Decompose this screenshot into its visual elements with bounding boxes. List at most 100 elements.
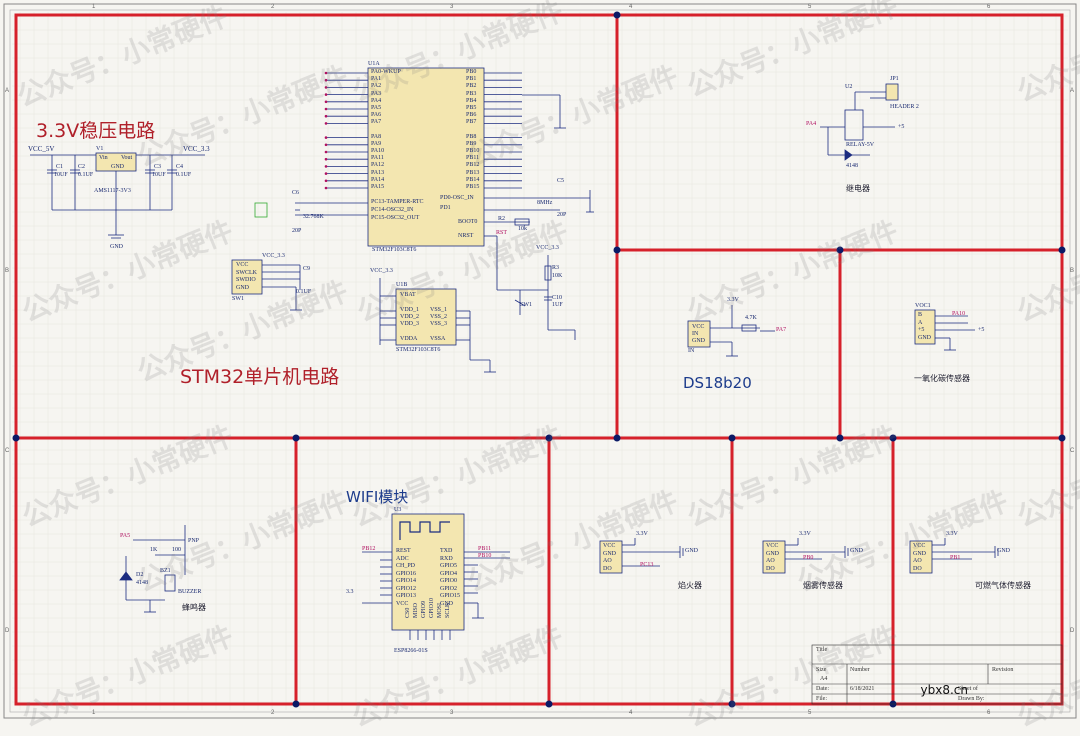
mcu-pin-pb6: PB6 — [466, 112, 477, 119]
flame-pin-do: DO — [603, 565, 612, 572]
relay-coil — [844, 109, 864, 141]
ruler-col-bottom-6: 6 — [987, 710, 991, 716]
net-vcc33: VCC_3.3 — [183, 145, 210, 153]
smoke-vcc: 3.3V — [799, 531, 811, 537]
wifi-pin-b-gpio10: GPIO10 — [429, 597, 435, 618]
mcu-pin-pa12: PA12 — [371, 162, 385, 169]
cap-ref-2: C3 — [154, 164, 162, 170]
flame-pin-gnd: GND — [603, 550, 616, 557]
smoke-pin-do: DO — [766, 565, 775, 572]
mcu-extra-pin-3: NRST — [458, 233, 474, 239]
wifi-pin-l-gpio14: GPIO14 — [396, 578, 417, 584]
flame-circuit — [599, 538, 684, 574]
gas-pin-gnd: GND — [913, 550, 926, 557]
power-circuit — [379, 278, 496, 373]
power-pin-l-4: VDDA — [400, 336, 418, 342]
regulator-vin: Vin — [99, 155, 108, 161]
wifi-pin-b-cs0: CS0 — [405, 607, 411, 618]
ruler-row-right-B: B — [1070, 268, 1075, 274]
ruler-col-top-1: 1 — [92, 4, 96, 10]
section-frame — [14, 13, 1064, 706]
smoke-module — [762, 540, 786, 574]
power-ic — [395, 288, 457, 346]
power-name: STM32F103C8T6 — [396, 347, 441, 353]
wifi-net-rst: PB12 — [362, 546, 376, 552]
wifi-pin-r-gpio0: GPIO0 — [440, 578, 458, 584]
gas-pin-vcc: VCC — [913, 543, 926, 549]
regulator-ref: V1 — [96, 146, 104, 152]
caption-buzzer: 蜂鸣器 — [182, 603, 206, 612]
tb-date: Date: — [816, 686, 829, 692]
section-title-ds18b20: DS18b20 — [683, 374, 752, 392]
ds18b20-circuit — [687, 305, 775, 357]
frame-junctions — [12, 11, 1066, 708]
power-pin-r-3: VSSA — [430, 336, 446, 342]
gas-vcc: 3.3V — [946, 531, 958, 537]
gas-gnd: GND — [997, 548, 1010, 554]
mcu-pin-pb15: PB15 — [466, 184, 480, 190]
ruler-row-right-D: D — [1070, 628, 1075, 634]
ds-pin-vcc: VCC — [692, 324, 705, 330]
mcu-pin-pa6: PA6 — [371, 112, 382, 119]
site-watermark: ybx8.cn — [920, 683, 968, 697]
mcu-pin-pb0: PB0 — [466, 69, 477, 75]
tb-date-val: 6/18/2021 — [850, 686, 875, 692]
smoke-pin-gnd: GND — [766, 550, 779, 557]
wifi-pin-r-gpio5: GPIO5 — [440, 563, 458, 569]
relay-ref: U2 — [845, 84, 853, 90]
tb-revision: Revision — [992, 667, 1014, 673]
tb-size: Size — [816, 667, 827, 673]
power-pin-r-2: VSS_3 — [430, 321, 448, 327]
wifi-pin-b-sclk: SCLK — [445, 602, 451, 618]
flame-pin-vcc: VCC — [603, 543, 616, 549]
regulator-gnd: GND — [111, 164, 124, 170]
reset-c-val: 1UF — [552, 302, 563, 308]
smoke-net: PB0 — [803, 555, 814, 561]
power-vcc: VCC_3.3 — [370, 268, 393, 274]
c5-ref: C5 — [557, 178, 565, 184]
swd-pin-swclk: SWCLK — [236, 269, 257, 276]
mcu-pin-pb11: PB11 — [466, 155, 480, 162]
buzzer-d: D2 — [136, 572, 144, 578]
wifi-pin-l-gpio13: GPIO13 — [396, 593, 417, 599]
caption-relay: 继电器 — [846, 184, 870, 193]
mcu-pin-pb5: PB5 — [466, 105, 477, 111]
relay-circuit — [820, 83, 899, 161]
wifi-name: ESP8266-01S — [394, 648, 428, 654]
mcu-pin-pa14: PA14 — [371, 176, 385, 183]
wifi-pin-r-txd: TXD — [440, 548, 453, 554]
relay-jp: JP1 — [890, 76, 899, 82]
ruler-col-top-5: 5 — [808, 4, 812, 10]
title-block — [811, 644, 1063, 705]
buzzer-d-val: 4148 — [136, 580, 148, 586]
co-circuit — [914, 309, 975, 351]
wifi-circuit — [362, 513, 510, 640]
tb-file: File: — [816, 696, 828, 702]
swd-pin-swdio: SWDIO — [236, 277, 256, 283]
flame-vcc: 3.3V — [636, 531, 648, 537]
ds-vcc: 3.3V — [727, 297, 739, 303]
smoke-gnd: GND — [850, 548, 863, 554]
mcu-extra-pin-0: PD0-OSC_IN — [440, 195, 474, 201]
mcu-pin-pa1: PA1 — [371, 76, 382, 83]
cap-val-1: 0.1UF — [78, 172, 94, 178]
mcu-osc-pin-0: PC13-TAMPER-RTC — [371, 199, 424, 205]
ds-pin-gnd: GND — [692, 338, 705, 344]
cap-val-2: 10UF — [152, 172, 166, 178]
mcu-pin-pa8: PA8 — [371, 133, 382, 140]
reset-vcc: VCC_3.3 — [536, 245, 559, 251]
mcu-osc-pin-1: PC14-OSC32_IN — [371, 207, 414, 213]
boot-r-val: 10k — [518, 226, 527, 232]
sheet-border — [3, 3, 1077, 719]
wifi-pin-l-vcc: VCC — [396, 600, 409, 607]
frame-outer — [14, 13, 1064, 706]
gas-pin-do: DO — [913, 565, 922, 572]
buzzer-element — [164, 574, 176, 592]
c5-val: 20P — [557, 212, 567, 218]
buzzer-net: PA5 — [120, 533, 131, 539]
boot-r-ref: R2 — [498, 216, 506, 222]
gas-module — [909, 540, 933, 574]
co-pin-0: B — [918, 312, 923, 318]
buzzer-bz: BZ1 — [160, 568, 171, 574]
